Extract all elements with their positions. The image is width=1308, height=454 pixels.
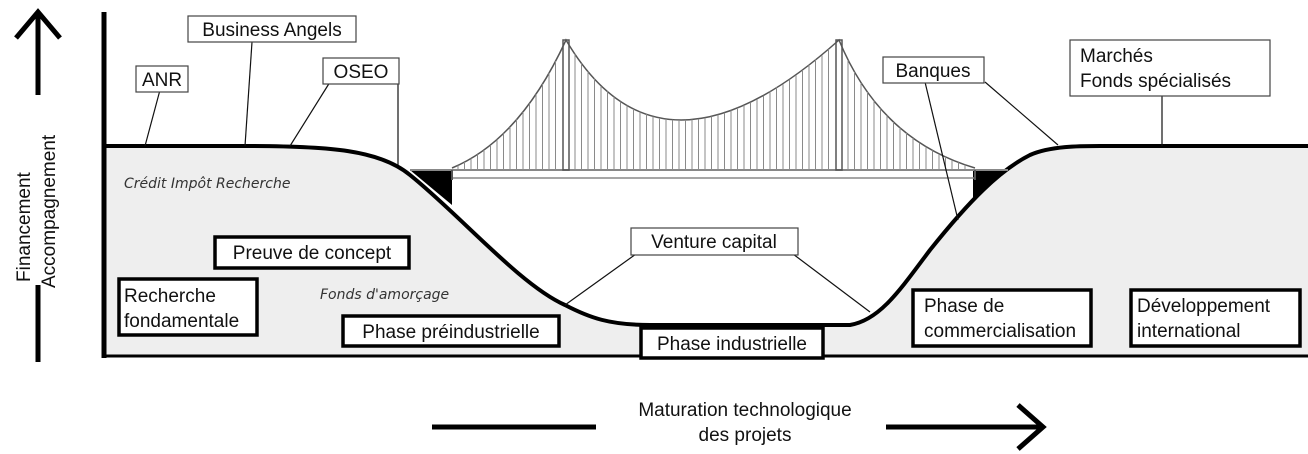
- x-axis-label-line1: Maturation technologique: [638, 400, 851, 421]
- phase-recherche-line1: Recherche: [124, 286, 216, 307]
- phase-recherche: Recherche fondamentale: [117, 277, 259, 337]
- phase-preuve-concept-box: [213, 235, 411, 270]
- funder-oseo-box: [322, 57, 400, 85]
- leader-vc-left: [564, 253, 637, 306]
- phase-developpement-line2: international: [1137, 321, 1241, 342]
- bridge-anchor-right: [973, 170, 1008, 198]
- phase-preuve-concept: Preuve de concept: [213, 235, 411, 270]
- phase-preuve-concept-label: Preuve de concept: [233, 243, 392, 264]
- funder-business-angels-box: [187, 15, 357, 43]
- funder-anr-box: [135, 65, 189, 93]
- funder-banques-box: [882, 56, 985, 84]
- annotation-fonds-amorcage: Fonds d'amorçage: [320, 287, 449, 303]
- funder-banques: Banques: [882, 56, 985, 84]
- funder-fonds-specialises-label: Fonds spécialisés: [1080, 71, 1231, 92]
- phase-industrielle-label: Phase industrielle: [657, 334, 807, 355]
- leader-anr: [144, 89, 161, 147]
- x-axis-label-line2: des projets: [699, 425, 792, 446]
- phase-preindustrielle: Phase préindustrielle: [341, 314, 561, 348]
- bridge-hangers: [457, 49, 966, 170]
- y-arrow-head: [14, 8, 62, 40]
- phase-preindustrielle-label: Phase préindustrielle: [362, 322, 539, 343]
- phase-developpement-line1: Développement: [1137, 296, 1271, 317]
- funder-venture-capital-label: Venture capital: [651, 232, 777, 253]
- phase-industrielle: Phase industrielle: [639, 326, 825, 360]
- x-axis-arrow: [432, 403, 1047, 451]
- y-axis-label-line2: Accompagnement: [39, 134, 60, 288]
- funder-oseo-label: OSEO: [334, 62, 389, 83]
- phase-preindustrielle-box: [341, 314, 561, 348]
- bridge-anchor-left: [410, 170, 452, 205]
- funder-marches-box: [1069, 39, 1271, 97]
- leader-vc-right: [792, 253, 871, 313]
- leader-business-angels: [244, 41, 253, 147]
- y-axis-arrow: [14, 8, 62, 362]
- phase-commercialisation-line1: Phase de: [924, 296, 1004, 317]
- bridge-pylon-left: [562, 39, 570, 171]
- phase-developpement-box: [1129, 288, 1302, 348]
- leader-banques: [924, 81, 959, 221]
- phase-commercialisation-box: [911, 288, 1093, 348]
- funder-business-angels: Business Angels: [187, 15, 357, 43]
- funder-oseo: OSEO: [322, 57, 400, 85]
- leader-lines: [144, 41, 1163, 313]
- bridge: [410, 38, 1008, 180]
- bridge-cable: [451, 38, 976, 169]
- funder-venture-capital-box: [630, 227, 799, 256]
- bridge-pylon-right: [835, 39, 843, 171]
- funder-anr: ANR: [135, 65, 189, 93]
- x-arrow-head: [1016, 403, 1047, 451]
- phase-developpement: Développement international: [1129, 288, 1302, 348]
- funder-anr-label: ANR: [142, 70, 182, 91]
- phase-commercialisation-line2: commercialisation: [924, 321, 1076, 342]
- phase-commercialisation: Phase de commercialisation: [911, 288, 1093, 348]
- funder-marches: Marchés Fonds spécialisés: [1069, 39, 1271, 97]
- phase-recherche-box: [117, 277, 259, 337]
- funder-venture-capital: Venture capital: [630, 227, 799, 256]
- y-axis-label-line1: Financement: [14, 171, 35, 282]
- leader-banques-2: [984, 81, 1059, 146]
- phase-industrielle-box: [639, 326, 825, 360]
- phase-recherche-line2: fondamentale: [124, 311, 239, 332]
- leader-oseo: [289, 81, 331, 147]
- funder-banques-label: Banques: [895, 61, 970, 82]
- annotation-credit-impot: Crédit Impôt Recherche: [124, 176, 290, 192]
- terrain-profile: [104, 144, 1308, 327]
- funder-business-angels-label: Business Angels: [202, 20, 341, 41]
- funder-marches-label: Marchés: [1080, 46, 1153, 67]
